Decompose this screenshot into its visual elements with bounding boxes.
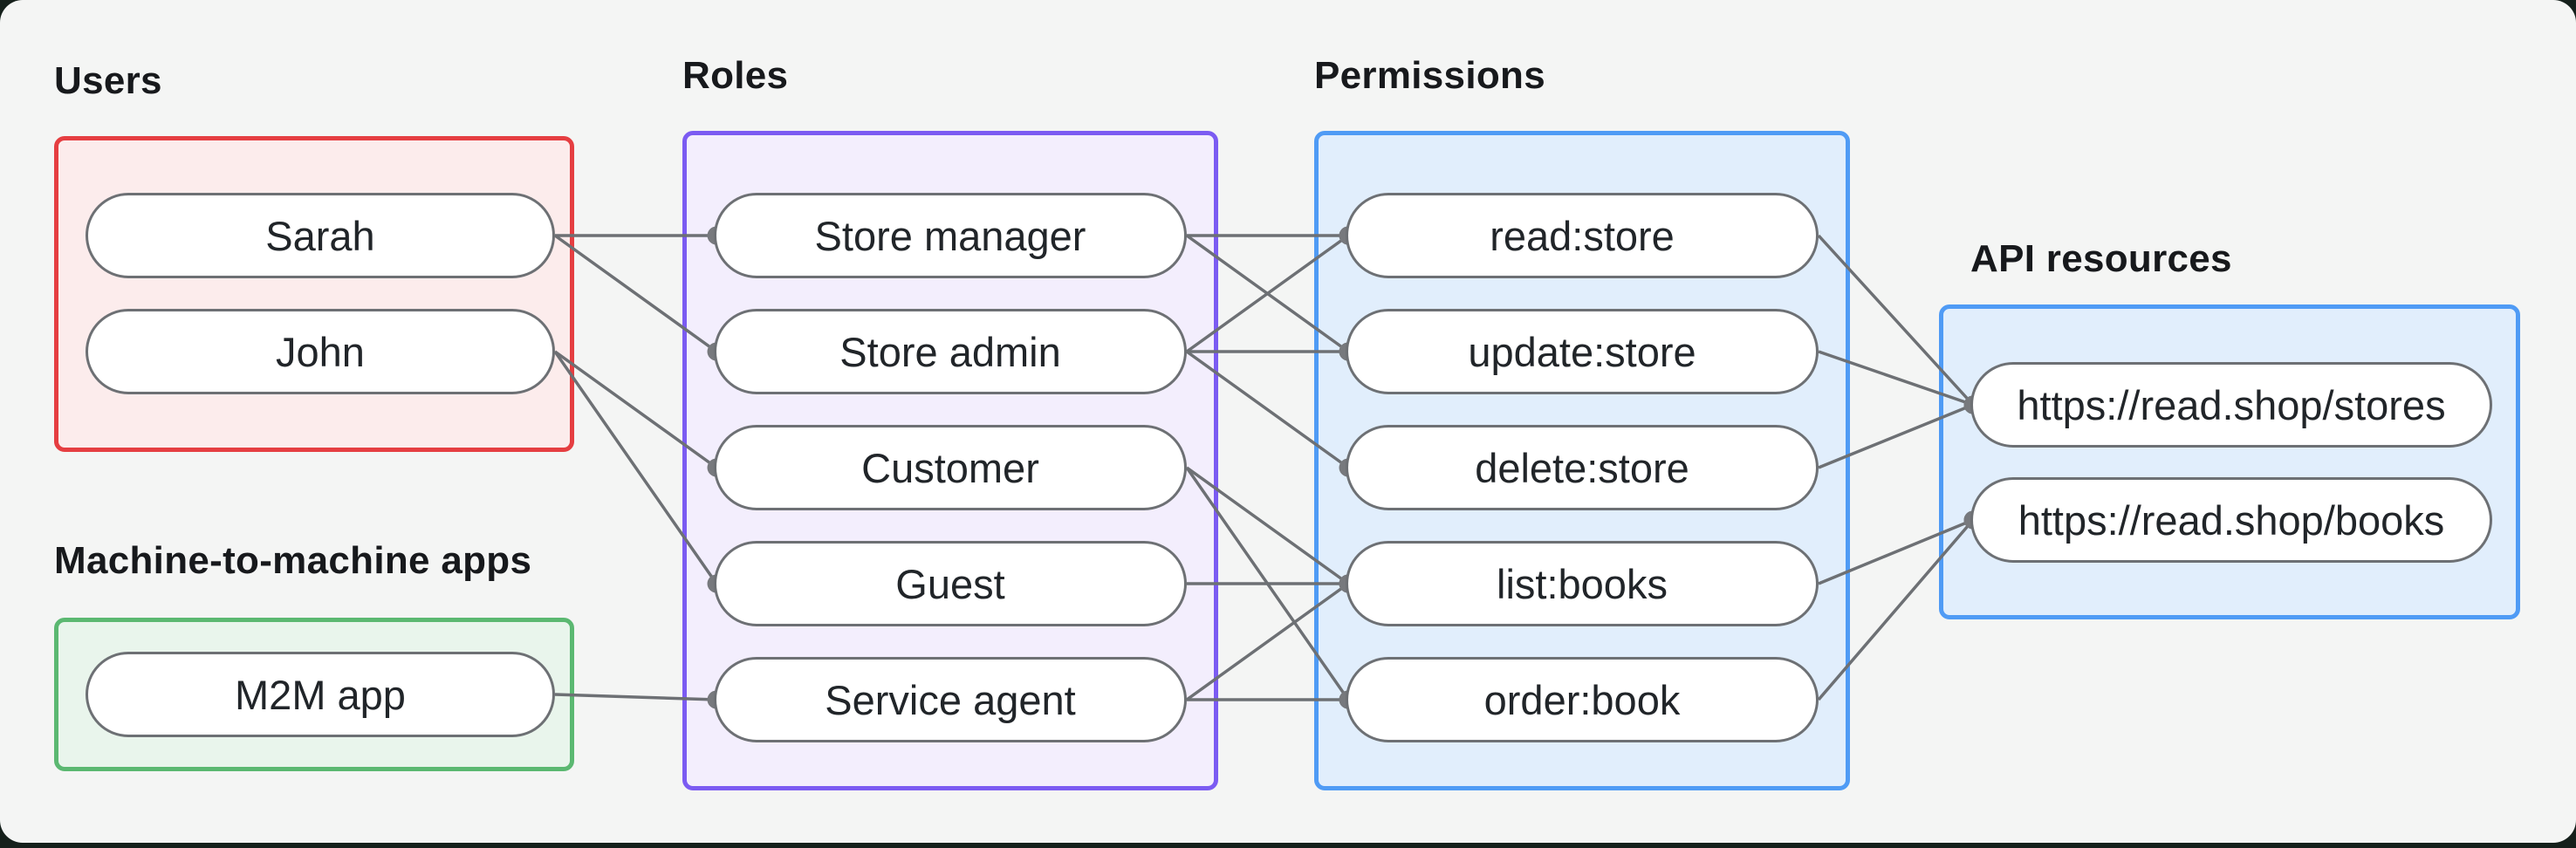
m2m-apps-group-label: Machine-to-machine apps bbox=[54, 539, 532, 582]
roles-group-label: Roles bbox=[682, 54, 789, 97]
edge-m2m_app-to-service_agent bbox=[554, 693, 717, 701]
node-customer: Customer bbox=[714, 425, 1187, 510]
edge-store_admin-to-read_store bbox=[1185, 234, 1350, 353]
edge-delete_store-to-stores_api bbox=[1818, 403, 1974, 469]
edge-john-to-guest bbox=[553, 351, 718, 585]
edge-service_agent-to-list_books bbox=[1185, 582, 1350, 701]
node-update-store: update:store bbox=[1346, 309, 1819, 394]
users-group-label: Users bbox=[54, 59, 162, 102]
node-service-agent: Service agent bbox=[714, 657, 1187, 742]
node-read-store: read:store bbox=[1346, 193, 1819, 278]
users-group-box bbox=[54, 136, 574, 452]
node-john: John bbox=[86, 309, 555, 394]
node-m2m-app: M2M app bbox=[86, 652, 555, 737]
edge-store_admin-to-delete_store bbox=[1185, 350, 1350, 469]
node-order-book: order:book bbox=[1346, 657, 1819, 742]
edge-sarah-to-store_admin bbox=[553, 234, 718, 353]
edge-order_book-to-books_api bbox=[1817, 518, 1975, 701]
node-guest: Guest bbox=[714, 541, 1187, 626]
edge-customer-to-list_books bbox=[1185, 466, 1350, 585]
node-list-books: list:books bbox=[1346, 541, 1819, 626]
node-stores-api: https://read.shop/stores bbox=[1970, 362, 2492, 448]
edge-read_store-to-stores_api bbox=[1817, 234, 1975, 407]
node-delete-store: delete:store bbox=[1346, 425, 1819, 510]
permissions-group-label: Permissions bbox=[1314, 54, 1545, 97]
node-sarah: Sarah bbox=[86, 193, 555, 278]
node-books-api: https://read.shop/books bbox=[1970, 477, 2492, 563]
node-store-admin: Store admin bbox=[714, 309, 1187, 394]
api-resources-group-label: API resources bbox=[1970, 237, 2232, 280]
edge-john-to-customer bbox=[553, 350, 718, 469]
edge-update_store-to-stores_api bbox=[1818, 350, 1974, 407]
edge-list_books-to-books_api bbox=[1818, 518, 1974, 585]
node-store-manager: Store manager bbox=[714, 193, 1187, 278]
api-resources-group-box bbox=[1939, 304, 2520, 619]
